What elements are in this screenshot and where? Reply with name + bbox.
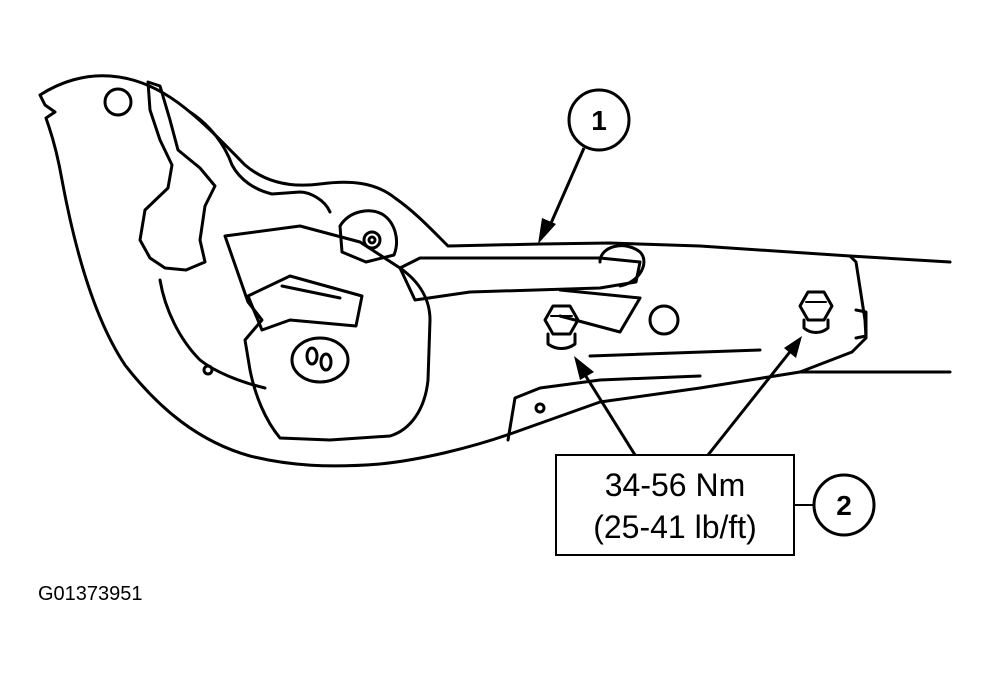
spring-disk	[290, 336, 350, 384]
ratchet-window-inner	[280, 284, 342, 300]
callout-1-circle	[567, 88, 631, 152]
housing-outline	[38, 74, 868, 468]
slot-hole	[648, 304, 680, 336]
torque-spec: 34-56 Nm (25-41 lb/ft)	[555, 336, 814, 556]
parking-brake-assembly	[38, 74, 952, 468]
spec-arrowhead-right	[784, 336, 802, 358]
lower-bracket	[506, 374, 702, 442]
channel-slope	[558, 288, 642, 334]
pivot-hole	[362, 230, 382, 250]
torque-spec-line1: 34-56 Nm	[605, 467, 746, 503]
callout-1-number: 1	[591, 105, 607, 136]
pivot-bracket	[338, 209, 398, 264]
ratchet-housing	[223, 224, 432, 442]
lever-arm	[138, 80, 217, 272]
callout-1: 1	[538, 88, 631, 244]
callout-1-leader	[546, 147, 586, 231]
figure-id: G01373951	[38, 583, 143, 605]
inner-contour	[158, 278, 267, 390]
callout-2: 2	[812, 473, 876, 537]
spec-arrowhead-left	[574, 356, 594, 380]
spec-leader-left	[580, 369, 637, 456]
end-clip	[854, 308, 868, 340]
bolt-left	[543, 304, 580, 350]
spring-slot-2	[319, 352, 333, 372]
small-screw	[202, 364, 214, 376]
torque-spec-line2: (25-41 lb/ft)	[593, 509, 757, 545]
cable-channel-hook	[598, 244, 646, 288]
torque-spec-box	[555, 454, 795, 556]
callout-2-circle	[812, 473, 876, 537]
bolt-right	[798, 290, 834, 334]
callout-2-number: 2	[836, 490, 852, 521]
pivot-hole-inner	[367, 235, 377, 245]
rail-hole	[534, 402, 546, 414]
cable-channel	[398, 256, 642, 302]
pawl-outline	[188, 110, 332, 214]
spring-slot-1	[305, 346, 319, 366]
cable-rail-top	[848, 254, 952, 264]
spec-leader-right	[706, 347, 795, 456]
rail-mid-line	[588, 348, 762, 358]
ratchet-window	[246, 274, 364, 332]
upper-mount-hole	[103, 87, 133, 117]
callout-1-arrowhead	[538, 218, 556, 244]
